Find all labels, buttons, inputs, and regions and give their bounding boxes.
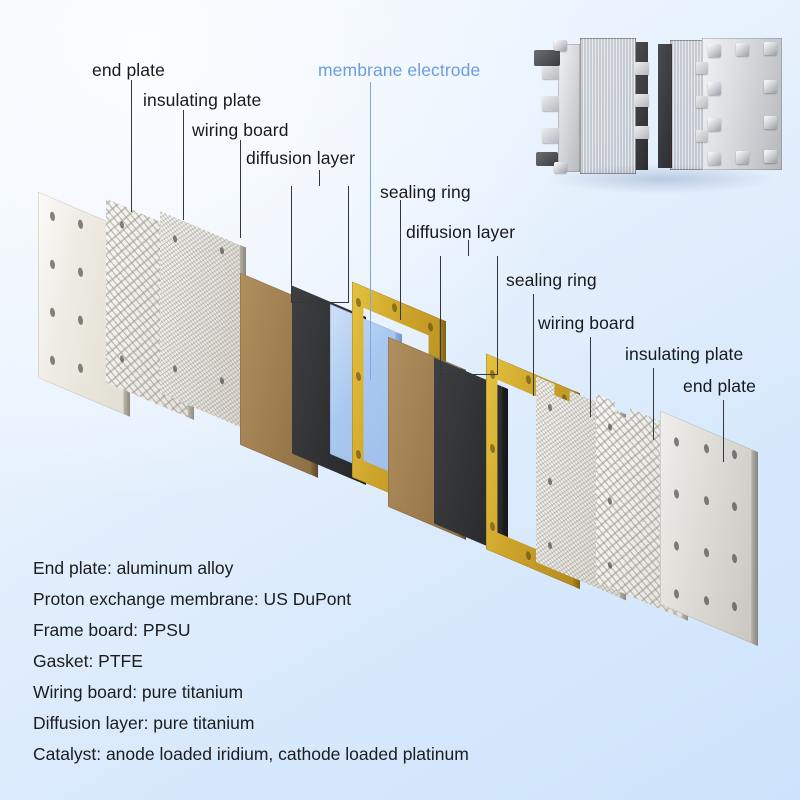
spec-item: Gasket: PTFE (33, 651, 143, 671)
unit-right-bolt (708, 82, 721, 95)
bracket-stem (468, 240, 470, 256)
callout-insulating-plate-left: insulating plate (143, 90, 262, 110)
spec-item: Wiring board: pure titanium (33, 682, 244, 702)
callout-membrane-electrode: membrane electrode (318, 60, 481, 80)
specification-list: End plate: aluminum alloy Proton exchang… (33, 558, 469, 764)
spec-item: End plate: aluminum alloy (33, 558, 234, 578)
unit-left-lug (635, 126, 649, 139)
unit-right-lug (696, 62, 708, 74)
unit-left-port (536, 152, 558, 166)
spec-item: Frame board: PPSU (33, 620, 191, 640)
bracket-diffusion-right (440, 240, 498, 375)
unit-right-lug (696, 130, 708, 142)
unit-right-bolt (764, 42, 777, 55)
callout-diffusion-layer-left: diffusion layer (246, 148, 356, 168)
callout-insulating-plate-right: insulating plate (625, 344, 744, 364)
leader-wiring-board-left (240, 140, 241, 238)
product-photo (528, 22, 794, 202)
leader-end-plate-right (723, 400, 724, 462)
unit-right-bolt (736, 43, 749, 56)
spec-item: Catalyst: anode loaded iridium, cathode … (33, 744, 469, 764)
layer-end-plate-right (660, 410, 758, 647)
unit-left-bolt (554, 162, 567, 173)
spec-item: Proton exchange membrane: US DuPont (33, 589, 352, 609)
leader-membrane-electrode (370, 82, 371, 380)
unit-right-rear-cap (658, 44, 672, 168)
unit-right-bolt (708, 118, 721, 131)
bracket-stem (319, 170, 321, 186)
unit-left-bolt (554, 40, 567, 51)
unit-right-bolt (736, 151, 749, 164)
leader-wiring-board-right (590, 337, 591, 417)
spec-item: Diffusion layer: pure titanium (33, 713, 255, 733)
callout-wiring-board-left: wiring board (192, 120, 289, 140)
unit-left-body (580, 38, 636, 174)
bracket-diffusion-left (291, 170, 349, 303)
callout-diffusion-layer-right: diffusion layer (406, 222, 516, 242)
unit-right-bolt (764, 116, 777, 129)
stack-unit-right (656, 38, 788, 180)
unit-left-lug (542, 64, 559, 79)
unit-right-end-plate (702, 38, 782, 170)
unit-right-lug (696, 96, 708, 108)
stack-unit-left (534, 34, 662, 180)
plate-face (160, 211, 240, 427)
callout-end-plate-right: end plate (683, 376, 756, 396)
unit-left-lug (542, 96, 559, 111)
plate-edge (752, 449, 758, 647)
leader-end-plate-left (131, 80, 132, 212)
unit-right-bolt (764, 80, 777, 93)
layer-wiring-board-left (160, 211, 246, 430)
leader-insulating-plate-right (653, 368, 654, 440)
unit-left-end-plate (558, 44, 580, 172)
unit-right-bolt (764, 150, 777, 163)
callout-end-plate-left: end plate (92, 60, 165, 80)
unit-right-bolt (708, 152, 721, 165)
unit-right-bolt (708, 44, 721, 57)
callout-sealing-ring-left: sealing ring (380, 182, 471, 202)
unit-left-port (534, 50, 560, 66)
callout-wiring-board-right: wiring board (538, 313, 635, 333)
callout-sealing-ring-right: sealing ring (506, 270, 597, 290)
unit-left-lug (542, 128, 559, 143)
leader-sealing-ring-left (400, 200, 401, 320)
unit-left-lug (635, 94, 649, 107)
leader-sealing-ring-right (533, 294, 534, 396)
unit-left-lug (635, 62, 649, 75)
leader-insulating-plate-left (183, 110, 184, 220)
